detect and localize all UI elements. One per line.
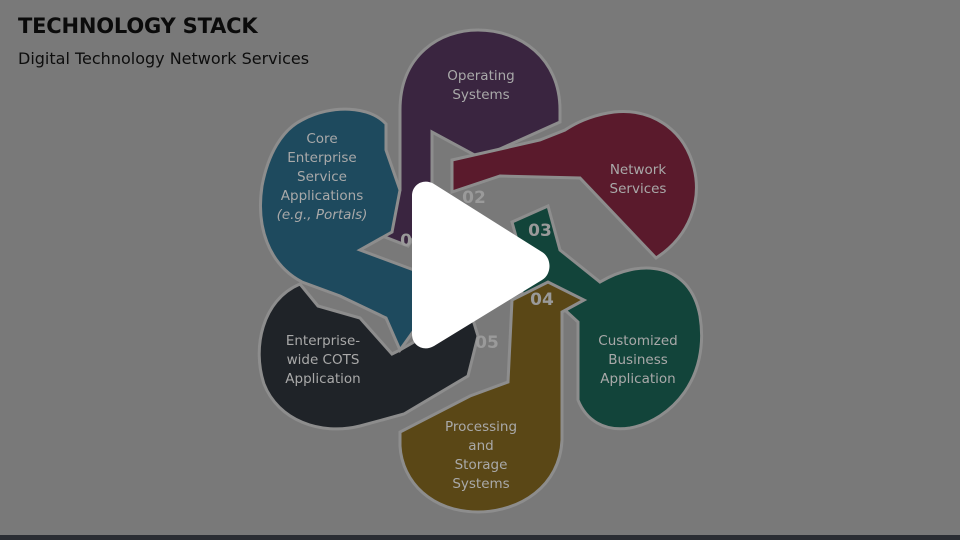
segment-enterprise-cots: Enterprise- wide COTS Application 05: [257, 282, 499, 431]
segment-label-line: Systems: [452, 476, 509, 492]
segment-label-line: Storage: [455, 457, 508, 473]
segment-label-line: Systems: [452, 87, 509, 103]
segment-number: 04: [530, 290, 554, 310]
segment-number: 02: [462, 188, 486, 208]
segment-label-line: (e.g., Portals): [277, 207, 368, 223]
segment-label-line: Processing: [445, 419, 517, 435]
slide-title: TECHNOLOGY STACK: [18, 14, 258, 38]
segment-label-line: Services: [610, 181, 667, 197]
segment-label-line: Business: [608, 352, 668, 368]
segment-label-line: Network: [610, 162, 667, 178]
segment-label-line: wide COTS: [287, 352, 360, 368]
segment-network-services: Network Services: [450, 110, 698, 260]
segment-processing-storage: Processing and Storage Systems 04: [398, 280, 588, 514]
segment-label-line: Core: [306, 131, 337, 147]
segment-number: 05: [475, 333, 499, 353]
segment-core-enterprise: Core Enterprise Service Applications (e.…: [259, 107, 432, 354]
segment-label-line: and: [468, 438, 493, 454]
segment-label-line: Enterprise-: [286, 333, 360, 349]
segment-label-line: Customized: [598, 333, 677, 349]
segment-label-line: Service: [297, 169, 347, 185]
segment-label-line: Application: [285, 371, 360, 387]
segment-label-line: Application: [600, 371, 675, 387]
segment-label-line: Applications: [281, 188, 363, 204]
play-button[interactable]: [412, 181, 550, 349]
play-icon[interactable]: [412, 181, 550, 349]
segment-customized-business-application: Customized Business Application 03: [510, 203, 703, 431]
segment-number: 03: [528, 221, 552, 241]
slide-subtitle: Digital Technology Network Services: [18, 49, 310, 68]
segment-label-line: Operating: [447, 68, 515, 84]
player-bottom-bar: [0, 535, 960, 540]
segment-label-line: Enterprise: [287, 150, 356, 166]
